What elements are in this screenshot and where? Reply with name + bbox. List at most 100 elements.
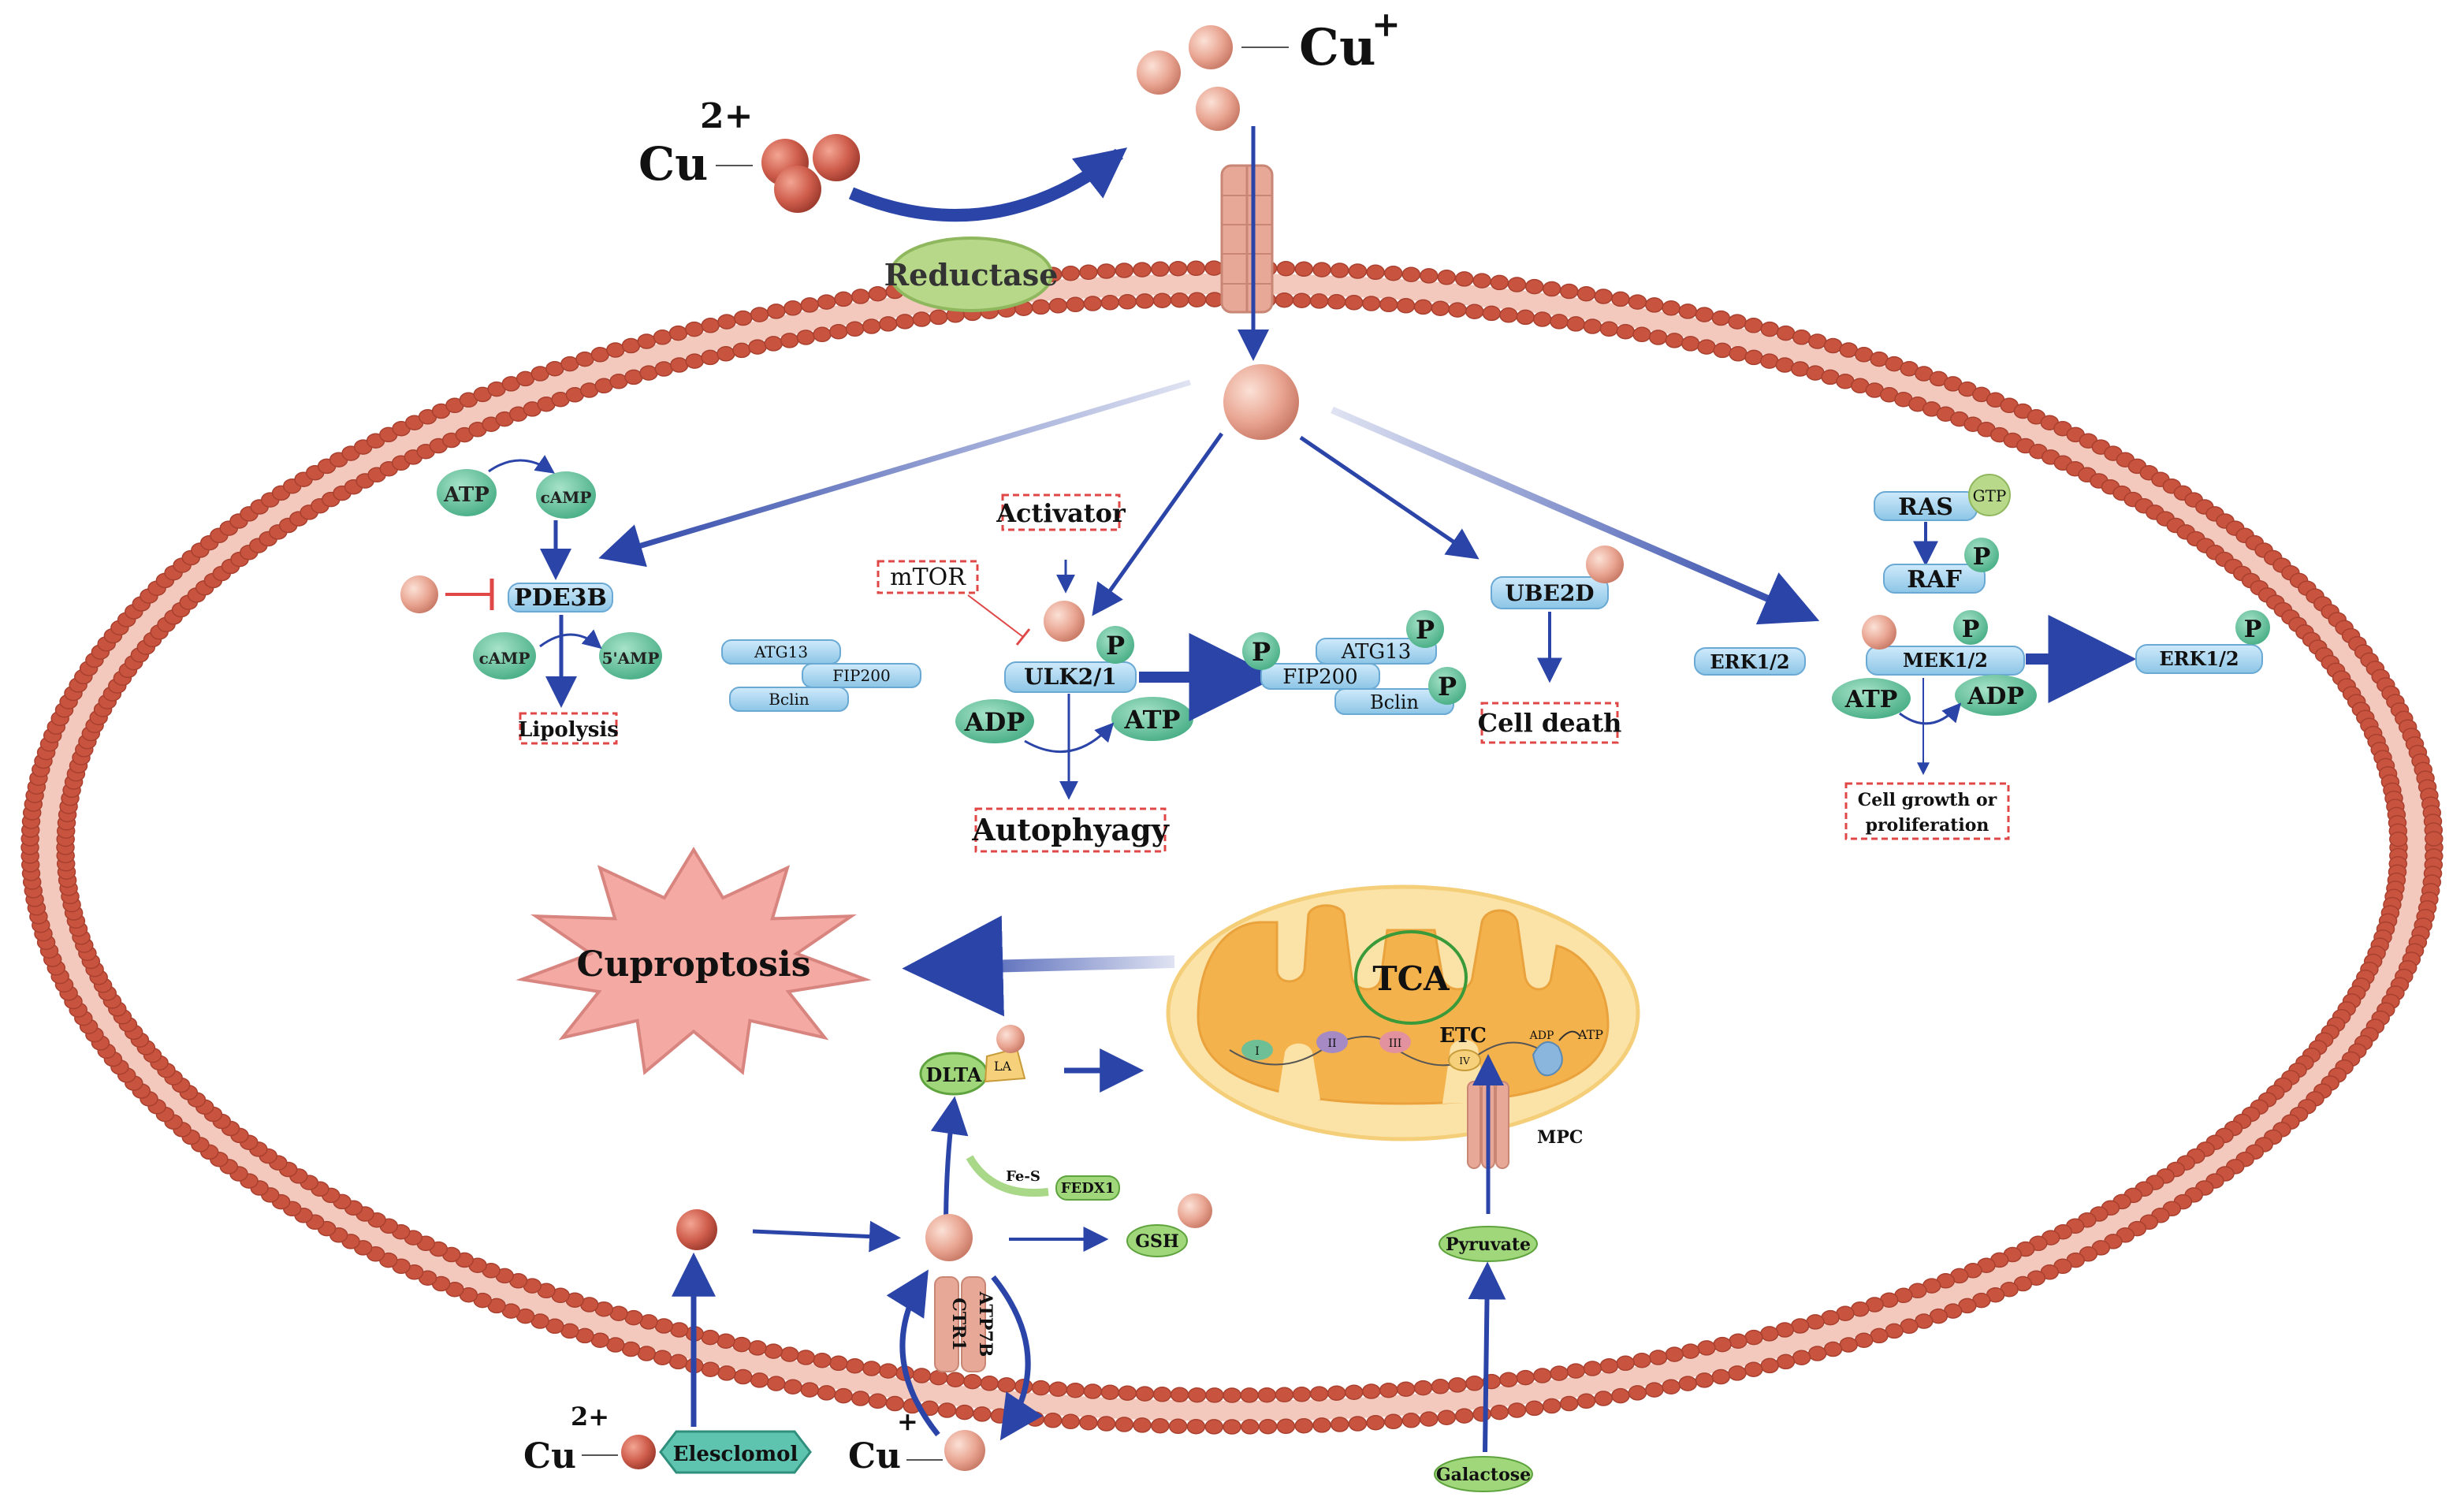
lipid-head: [1383, 1413, 1403, 1430]
lipid-head: [716, 346, 735, 362]
lipid-head: [717, 1365, 736, 1381]
gtp-node: [1968, 474, 2011, 516]
lipid-head: [1665, 333, 1684, 348]
lipid-head: [1096, 1416, 1116, 1432]
lipid-head: [1611, 291, 1630, 307]
lipid-head: [1276, 260, 1296, 277]
lipid-head: [1713, 342, 1732, 359]
copper-transporter-top: [1220, 164, 1274, 314]
erk-right-label: ERK1/2: [2159, 647, 2239, 670]
ube2d-protein: [1491, 576, 1609, 609]
lipid-head: [637, 1346, 657, 1361]
lipid-head: [669, 1322, 689, 1338]
lipid-head: [1275, 292, 1294, 308]
lipid-head: [973, 1406, 992, 1422]
adp-ulk-node: [955, 699, 1034, 743]
lipid-head: [1379, 296, 1398, 313]
lipid-head: [654, 361, 674, 377]
autophagy-label: Autophyagy: [971, 812, 1169, 847]
lipid-head: [733, 310, 753, 326]
lipid-head: [879, 1363, 898, 1379]
lipid-head: [1775, 1322, 1795, 1338]
lipid-head: [1152, 292, 1172, 308]
lipid-head: [1454, 271, 1474, 287]
lipid-head: [1133, 262, 1152, 277]
lipid-head: [1240, 1387, 1259, 1403]
lipid-head: [621, 337, 641, 354]
autophagy-box: [974, 807, 1167, 853]
mitochondrion: TCA I II III ETC IV ADP ATP: [1166, 884, 1640, 1141]
lipid-head: [716, 1333, 735, 1349]
lipid-head: [1348, 1416, 1368, 1432]
lipolysis-box: [519, 712, 618, 745]
lipid-head: [1309, 293, 1329, 309]
cu2plus-bottom-charge: 2+: [571, 1402, 609, 1432]
lipid-head: [1031, 299, 1051, 315]
lipid-head: [1632, 1352, 1651, 1368]
lipid-head: [1420, 1411, 1439, 1427]
lipid-head: [1559, 1395, 1579, 1412]
cu2plus-top-label: Cu: [638, 137, 708, 191]
lipid-head: [780, 1346, 799, 1362]
lipid-head: [1632, 326, 1651, 343]
lipid-head: [1792, 1350, 1811, 1365]
lipid-head: [1695, 1372, 1714, 1388]
cell-death-box: [1480, 702, 1619, 744]
lipid-head: [1186, 260, 1206, 277]
lipid-head: [1790, 1318, 1810, 1334]
lipid-head: [879, 316, 898, 332]
ube2d-module: UBE2D Cell death: [1478, 545, 1624, 744]
lipid-head: [750, 307, 769, 322]
adp-mek-label: ADP: [1967, 683, 2024, 710]
lipid-head: [1648, 1350, 1668, 1365]
atg13-left-label: ATG13: [754, 642, 808, 661]
ulk-protein: [1004, 661, 1137, 693]
lipid-head: [1760, 1326, 1779, 1342]
phosphate-bclin-label: P: [1438, 672, 1457, 702]
pde3b-module: ATP cAMP PDE3B cAMP 5'AMP Lipolysis: [400, 455, 662, 745]
cu2plus-top-charge: 2+: [700, 96, 753, 136]
lipid-head: [1348, 263, 1368, 279]
copper-ion-icon: [1044, 601, 1085, 642]
lipid-head: [1401, 266, 1421, 282]
lipid-head: [1361, 296, 1381, 311]
cu2plus-top: Cu 2+: [638, 96, 860, 213]
lipid-head: [1542, 1398, 1561, 1414]
lipid-head: [1839, 1337, 1858, 1353]
mtor-label: mTOR: [890, 564, 966, 591]
cu-plus-top: Cu +: [1137, 5, 1401, 131]
lipid-head: [1448, 1377, 1467, 1393]
lipid-head: [1454, 1408, 1474, 1424]
bclin-left-protein: [729, 687, 849, 712]
lipid-head: [1616, 1355, 1635, 1372]
lipid-head: [1566, 316, 1585, 332]
lipid-head: [1695, 307, 1714, 322]
lipid-head: [1437, 1409, 1457, 1425]
lipid-head: [606, 1337, 625, 1353]
lipid-head: [1713, 1336, 1732, 1353]
lipid-head: [733, 1368, 753, 1385]
lipid-head: [750, 1372, 769, 1388]
fip200-left-label: FIP200: [832, 666, 890, 685]
arrow-to-mek: [1331, 406, 1820, 625]
lipid-head: [955, 1404, 974, 1420]
lipid-head: [1170, 1387, 1189, 1403]
lipid-head: [1025, 1411, 1044, 1427]
lipid-head: [1775, 357, 1795, 373]
lipid-head: [1532, 1368, 1552, 1383]
lipid-head: [780, 333, 799, 348]
arrow-to-ube2d: [1299, 435, 1480, 560]
lipid-head: [764, 1343, 783, 1359]
lipid-head: [834, 291, 853, 307]
atp-etc-label: ATP: [1577, 1027, 1603, 1042]
galactose-node: [1434, 1456, 1533, 1492]
lipid-head: [946, 1372, 965, 1387]
atg13-right-protein: [1316, 638, 1437, 665]
lipid-head: [701, 349, 720, 366]
complex-iv-label: IV: [1459, 1056, 1470, 1067]
lipid-head: [845, 1357, 865, 1374]
lipid-head: [621, 1341, 641, 1357]
copper-ion-icon: [1862, 615, 1896, 650]
lipid-head: [1662, 1379, 1681, 1394]
